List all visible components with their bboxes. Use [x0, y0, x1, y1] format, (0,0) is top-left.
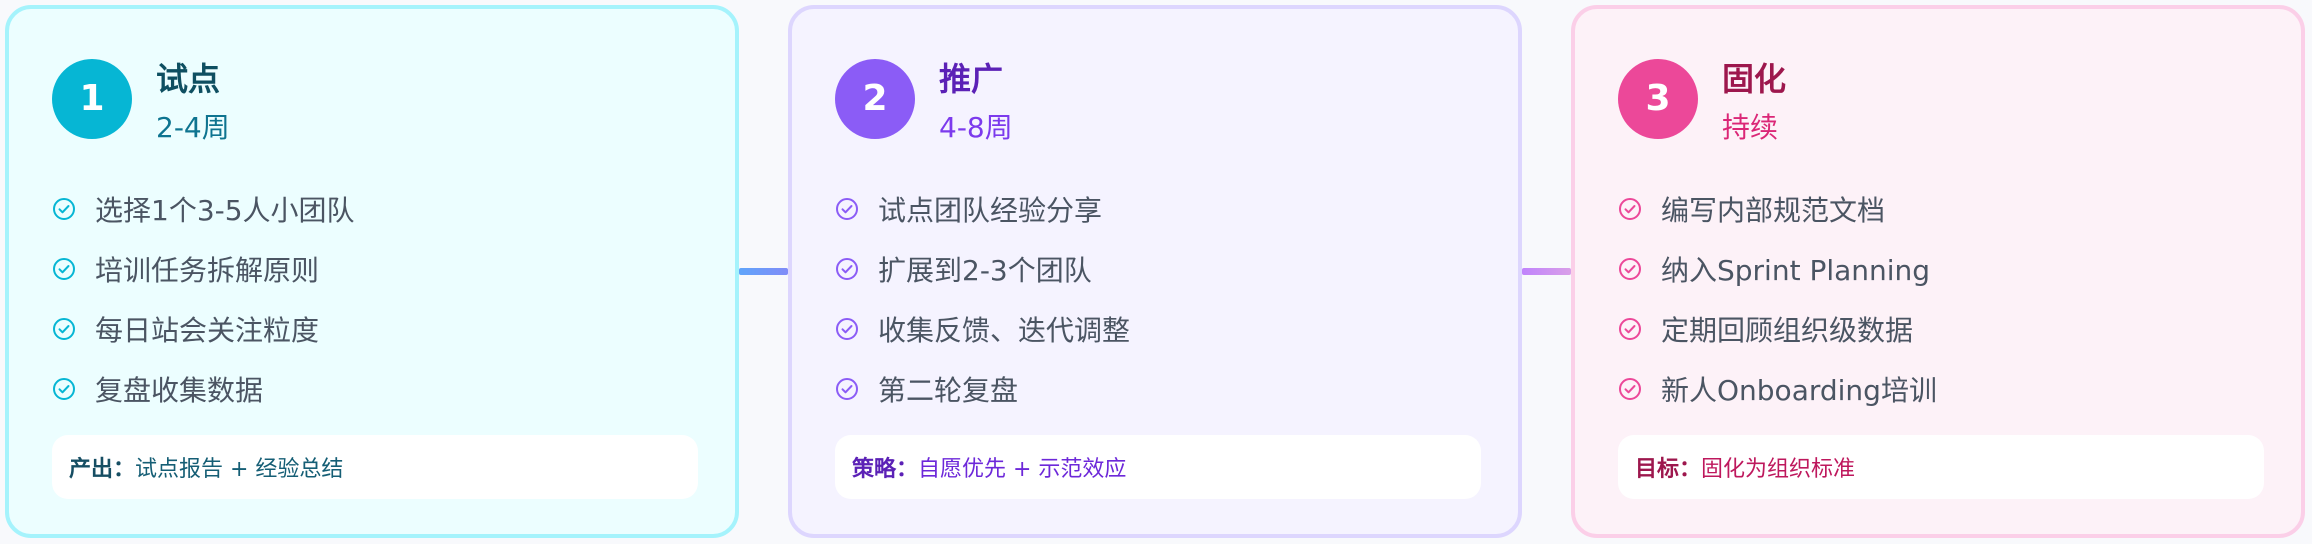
check-circle-icon — [1619, 378, 1641, 400]
phase-card-rollout: 2 推广 4-8周 试点团队经验分享 扩展到2-3个团队 收集反馈、迭代调整 第… — [788, 5, 1522, 538]
list-item: 扩展到2-3个团队 — [835, 239, 1130, 299]
list-item: 复盘收集数据 — [52, 359, 355, 419]
check-circle-icon — [1619, 198, 1641, 220]
list-item: 第二轮复盘 — [835, 359, 1130, 419]
footer-label: 策略： — [852, 457, 919, 482]
phase-duration: 持续 — [1722, 111, 1779, 144]
list-item: 收集反馈、迭代调整 — [835, 299, 1130, 359]
phase-card-pilot: 1 试点 2-4周 选择1个3-5人小团队 培训任务拆解原则 每日站会关注粒度 … — [5, 5, 739, 538]
footer-label: 产出： — [69, 457, 136, 482]
check-circle-icon — [836, 198, 858, 220]
list-item: 每日站会关注粒度 — [52, 299, 355, 359]
check-circle-icon — [1619, 318, 1641, 340]
phase-number-badge: 1 — [52, 59, 132, 139]
check-circle-icon — [53, 378, 75, 400]
phase-item-list: 编写内部规范文档 纳入Sprint Planning 定期回顾组织级数据 新人O… — [1618, 179, 1937, 419]
list-item: 纳入Sprint Planning — [1618, 239, 1937, 299]
item-text: 第二轮复盘 — [878, 374, 1019, 407]
item-text: 选择1个3-5人小团队 — [95, 194, 355, 227]
check-circle-icon — [1619, 258, 1641, 280]
check-circle-icon — [836, 258, 858, 280]
item-text: 复盘收集数据 — [95, 374, 264, 407]
phase-number-badge: 2 — [835, 59, 915, 139]
phase-card-consolidate: 3 固化 持续 编写内部规范文档 纳入Sprint Planning 定期回顾组… — [1571, 5, 2305, 538]
list-item: 编写内部规范文档 — [1618, 179, 1937, 239]
check-circle-icon — [53, 198, 75, 220]
check-circle-icon — [53, 318, 75, 340]
item-text: 定期回顾组织级数据 — [1661, 314, 1914, 347]
item-text: 试点团队经验分享 — [878, 194, 1103, 227]
check-circle-icon — [53, 258, 75, 280]
item-text: 扩展到2-3个团队 — [878, 254, 1092, 287]
phase-title: 试点 — [156, 60, 221, 98]
check-circle-icon — [836, 318, 858, 340]
phase-duration: 4-8周 — [939, 111, 1013, 144]
phase-title: 固化 — [1722, 60, 1787, 98]
phase-goal-box: 目标： 固化为组织标准 — [1618, 435, 2264, 499]
item-text: 纳入Sprint Planning — [1661, 254, 1931, 287]
phase-item-list: 试点团队经验分享 扩展到2-3个团队 收集反馈、迭代调整 第二轮复盘 — [835, 179, 1130, 419]
list-item: 选择1个3-5人小团队 — [52, 179, 355, 239]
footer-value: 试点报告 + 经验总结 — [135, 457, 344, 482]
item-text: 每日站会关注粒度 — [95, 314, 320, 347]
item-text: 培训任务拆解原则 — [95, 254, 320, 287]
list-item: 新人Onboarding培训 — [1618, 359, 1937, 419]
footer-value: 固化为组织标准 — [1701, 457, 1856, 482]
list-item: 培训任务拆解原则 — [52, 239, 355, 299]
item-text: 收集反馈、迭代调整 — [878, 314, 1131, 347]
list-item: 定期回顾组织级数据 — [1618, 299, 1937, 359]
phase-connector — [1522, 268, 1571, 275]
phase-output-box: 产出： 试点报告 + 经验总结 — [52, 435, 698, 499]
phase-strategy-box: 策略： 自愿优先 + 示范效应 — [835, 435, 1481, 499]
footer-label: 目标： — [1635, 457, 1702, 482]
list-item: 试点团队经验分享 — [835, 179, 1130, 239]
item-text: 新人Onboarding培训 — [1661, 374, 1937, 407]
item-text: 编写内部规范文档 — [1661, 194, 1886, 227]
phase-duration: 2-4周 — [156, 111, 230, 144]
phase-title: 推广 — [939, 60, 1004, 98]
check-circle-icon — [836, 378, 858, 400]
phase-item-list: 选择1个3-5人小团队 培训任务拆解原则 每日站会关注粒度 复盘收集数据 — [52, 179, 355, 419]
phase-connector — [739, 268, 788, 275]
footer-value: 自愿优先 + 示范效应 — [918, 457, 1127, 482]
phase-number-badge: 3 — [1618, 59, 1698, 139]
